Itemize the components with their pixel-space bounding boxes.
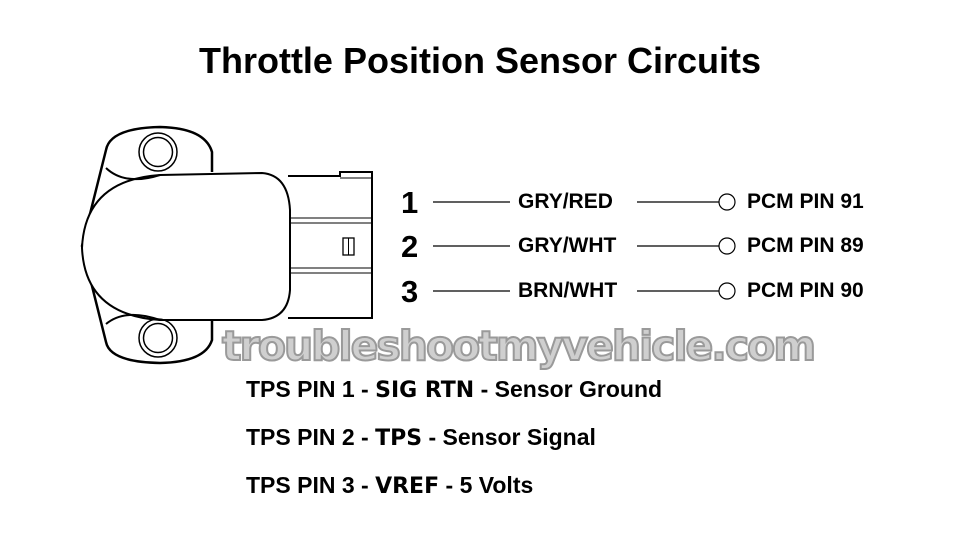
wire-color-2: GRY/WHT — [518, 234, 617, 257]
pcm-terminal-2 — [718, 237, 736, 255]
pin-number-3: 3 — [401, 274, 419, 309]
connector-outline — [288, 171, 373, 319]
desc-suffix: - Sensor Signal — [422, 424, 596, 450]
sensor-body — [80, 171, 291, 321]
mounting-hole-bottom — [138, 318, 178, 358]
circuit-name: SIG RTN — [375, 378, 475, 403]
lobe-arc-bottom — [105, 313, 161, 325]
circuit-name: TPS — [375, 426, 423, 451]
diagram-title: Throttle Position Sensor Circuits — [198, 40, 762, 81]
pcm-pin-3: PCM PIN 90 — [747, 279, 864, 302]
lobe-arc-top — [105, 167, 161, 181]
pin-description-1: TPS PIN 1 - SIG RTN - Sensor Ground — [246, 376, 663, 403]
pin-description-3: TPS PIN 3 - VREF - 5 Volts — [246, 472, 534, 499]
wire-color-3: BRN/WHT — [518, 279, 618, 302]
pin-number-2: 2 — [401, 229, 419, 264]
mounting-hole-top — [138, 132, 178, 172]
wire-color-1: GRY/RED — [518, 190, 613, 213]
desc-prefix: TPS PIN 2 - — [246, 424, 376, 450]
desc-suffix: - Sensor Ground — [474, 376, 663, 402]
pcm-pin-2: PCM PIN 89 — [747, 234, 864, 257]
pin-number-1: 1 — [401, 185, 419, 220]
pcm-terminal-1 — [718, 193, 736, 211]
sensor-housing-outline — [80, 125, 214, 365]
desc-prefix: TPS PIN 3 - — [246, 472, 376, 498]
pcm-terminal-3 — [718, 282, 736, 300]
desc-suffix: - 5 Volts — [439, 472, 534, 498]
watermark: troubleshootmyvehicle.com — [221, 322, 817, 370]
desc-prefix: TPS PIN 1 - — [246, 376, 376, 402]
pin-description-2: TPS PIN 2 - TPS - Sensor Signal — [246, 424, 596, 451]
circuit-name: VREF — [375, 474, 440, 499]
pcm-pin-1: PCM PIN 91 — [747, 190, 864, 213]
